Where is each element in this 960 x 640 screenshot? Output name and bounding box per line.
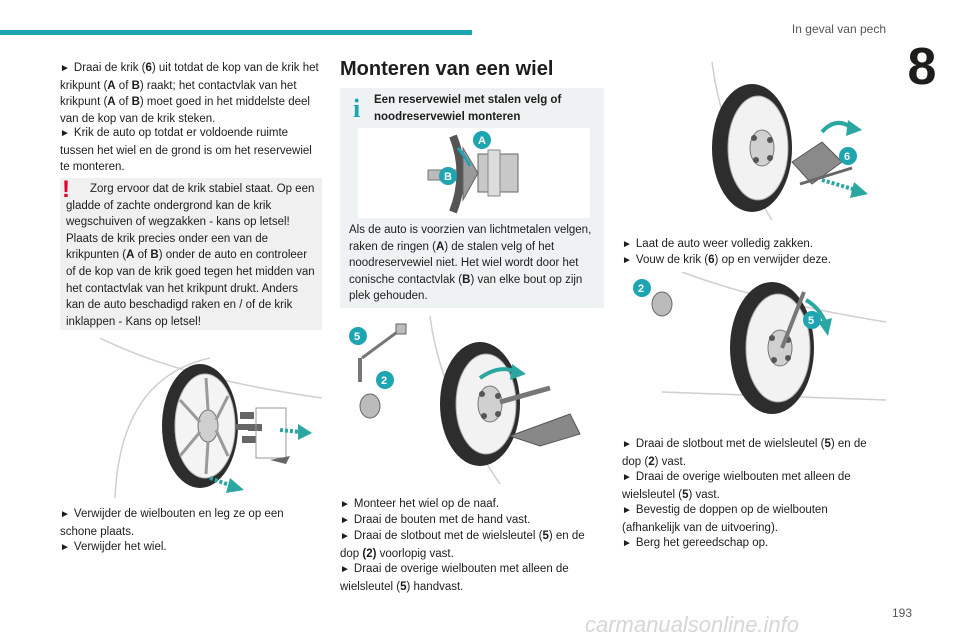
step-final-lock-bolt: ►Draai de slotbout met de wielsleutel (5… [622,438,867,468]
label-a: A [478,135,486,147]
mount-wheel-illustration: 5 2 [349,316,581,484]
bolt-detail-illustration: A B [358,128,590,218]
lower-car-illustration: 6 [711,62,868,220]
section-title: In geval van pech [791,22,886,36]
chapter-number: 8 [907,38,937,96]
step-remove-bolts: ►Verwijder de wielbouten en leg ze op ee… [60,508,284,538]
step-remove-wheel: ►Verwijder het wiel. [60,541,167,553]
page-number: 193 [891,606,912,620]
step-raise-car: ►Krik de auto op totdat er voldoende rui… [60,127,312,174]
step-lower-car: ►Laat de auto weer volledig zakken. [622,238,813,250]
step-other-bolts: ►Draai de overige wielbouten met alleen … [340,563,569,593]
step-hand-tighten: ►Draai de bouten met de hand vast. [340,514,531,526]
step-store-tools: ►Berg het gereedschap op. [622,537,769,549]
label-6: 6 [844,151,850,163]
warning-text: Zorg ervoor dat de krik stabiel staat. O… [66,183,315,328]
label-2: 2 [381,375,387,387]
label-b: B [444,171,452,183]
tighten-bolts-illustration: 2 5 [633,272,886,414]
step-mount-wheel: ►Monteer het wiel op de naaf. [340,498,500,510]
label-5: 5 [354,331,360,343]
step-fit-caps: ►Bevestig de doppen op de wielbouten (af… [622,504,828,534]
warning-box: ! Zorg ervoor dat de krik stabiel staat.… [60,176,322,330]
label-a-badge [473,131,491,149]
remove-wheel-illustration [99,338,322,498]
header-accent-bar [0,30,472,35]
info-box: i Een reservewiel met stalen velg of noo… [340,88,604,308]
step-jack-up: ►Draai de krik (6) uit totdat de kop van… [60,62,319,125]
warning-icon: ! [62,176,70,203]
step-lock-bolt: ►Draai de slotbout met de wielsleutel (5… [340,530,585,560]
info-text: Als de auto is voorzien van lichtmetalen… [349,224,592,303]
watermark: carmanualsonline.info [585,612,800,637]
label-2: 2 [638,283,644,295]
label-b-badge [439,167,457,185]
info-icon: i [353,94,361,123]
step-final-other-bolts: ►Draai de overige wielbouten met alleen … [622,471,851,501]
label-5: 5 [808,315,814,327]
info-title: Een reservewiel met stalen velg of noodr… [374,94,562,123]
step-fold-jack: ►Vouw de krik (6) op en verwijder deze. [622,254,831,266]
section-heading: Monteren van een wiel [340,58,554,80]
